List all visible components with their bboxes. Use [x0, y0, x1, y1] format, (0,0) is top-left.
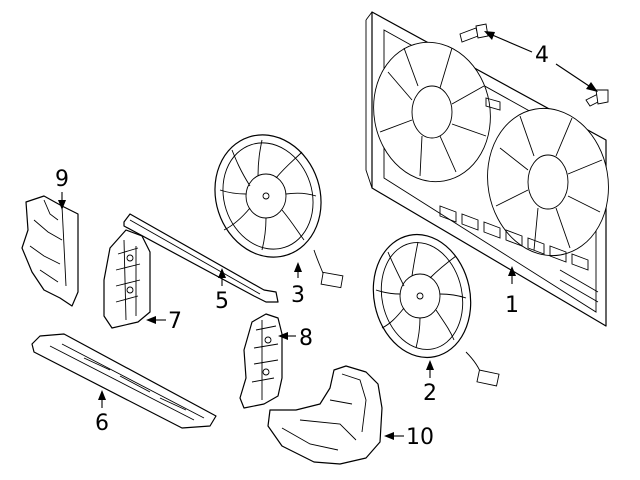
part-2-fan-lower: [372, 233, 500, 387]
callout-9: 9: [55, 167, 69, 192]
part-1-fan-shroud: [365, 11, 609, 327]
callout-3: 3: [291, 283, 305, 308]
callout-7: 7: [168, 309, 182, 334]
callout-labels: 1 2 3 4 5 6 7 8 9 10: [55, 43, 549, 450]
callout-10: 10: [406, 425, 434, 450]
bolt-upper: [459, 23, 489, 43]
callout-5: 5: [215, 289, 229, 314]
callout-6: 6: [95, 411, 109, 436]
part-10-deflector: [267, 365, 383, 465]
part-9-bracket: [21, 195, 79, 307]
part-4-bolts: [459, 23, 609, 107]
callout-4: 4: [535, 43, 549, 68]
callout-8: 8: [299, 326, 313, 351]
bolt-lower: [585, 89, 609, 107]
part-6-rail: [31, 333, 217, 429]
callout-2: 2: [423, 381, 437, 406]
part-5-bar: [123, 213, 279, 303]
part-7-bracket: [103, 229, 151, 329]
part-8-bracket: [239, 313, 283, 409]
leader-lines: [58, 31, 598, 440]
callout-1: 1: [505, 293, 519, 318]
part-3-fan-upper: [214, 134, 344, 289]
